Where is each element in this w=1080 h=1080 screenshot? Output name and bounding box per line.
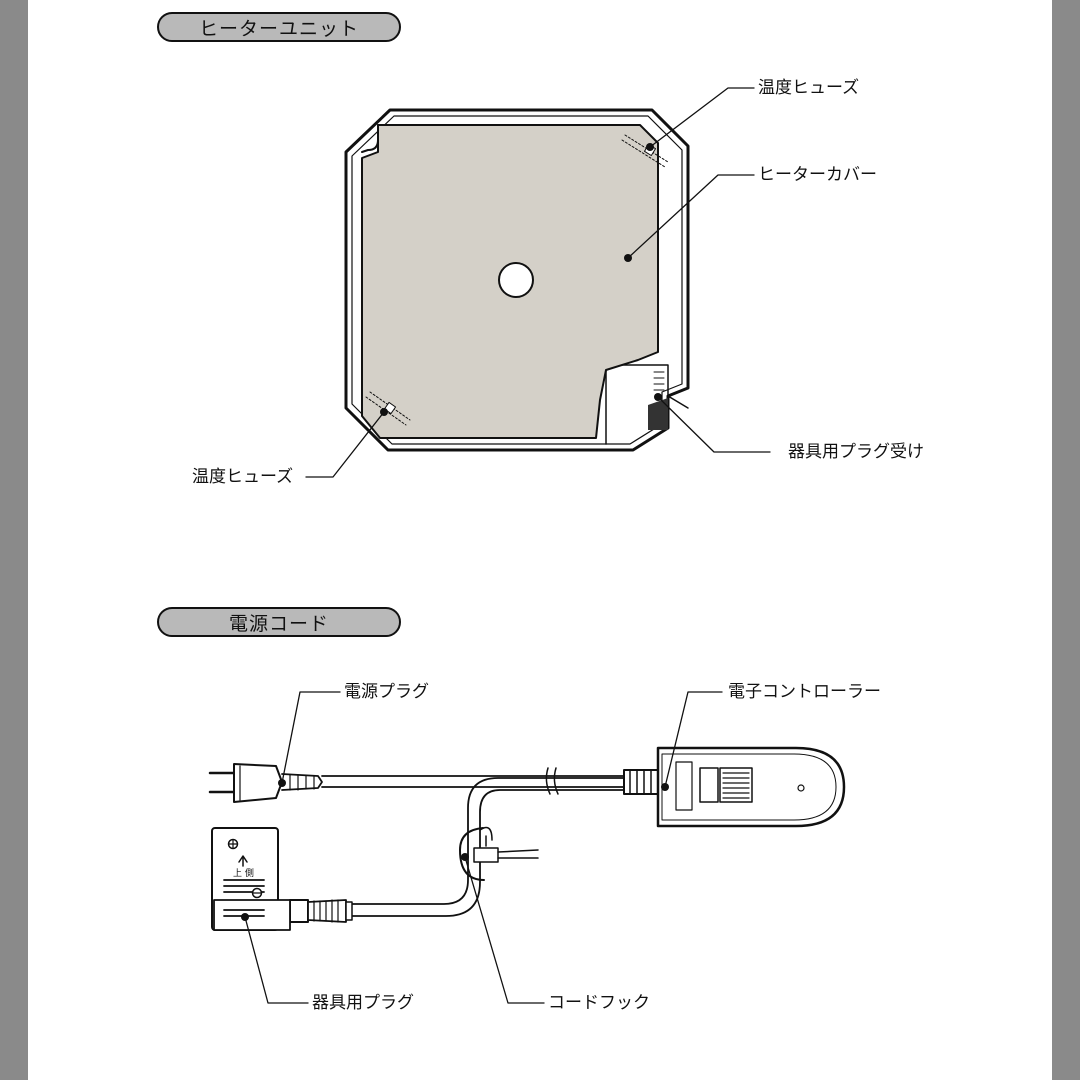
- heater-unit-drawing: [344, 108, 690, 452]
- label-appliance-socket: 器具用プラグ受け: [788, 442, 924, 462]
- label-fuse-bottom: 温度ヒューズ: [192, 467, 294, 487]
- label-cord-hook: コードフック: [548, 993, 650, 1013]
- heater-leader-lines: [305, 87, 771, 478]
- section-title-heater-unit: ヒーターユニット: [157, 12, 401, 42]
- power-cord-drawing: [208, 746, 846, 931]
- manual-page: ヒーターユニット 電源コード: [28, 0, 1052, 1080]
- cord-hook-shape: [459, 827, 485, 881]
- label-power-plug: 電源プラグ: [344, 682, 429, 702]
- parts-diagram: 上 側: [208, 87, 846, 1004]
- power-plug-shape: [233, 763, 283, 803]
- socket-markings: [653, 371, 665, 391]
- section-title-power-cord: 電源コード: [157, 607, 401, 637]
- label-electronic-controller: 電子コントローラー: [728, 682, 881, 702]
- cord-leader-lines: [244, 691, 723, 1004]
- label-fuse-top: 温度ヒューズ: [758, 78, 860, 98]
- label-heater-cover: ヒーターカバー: [758, 165, 877, 185]
- center-hole: [498, 262, 534, 298]
- label-appliance-plug: 器具用プラグ: [312, 993, 414, 1013]
- up-side-mark: 上 側: [233, 867, 254, 879]
